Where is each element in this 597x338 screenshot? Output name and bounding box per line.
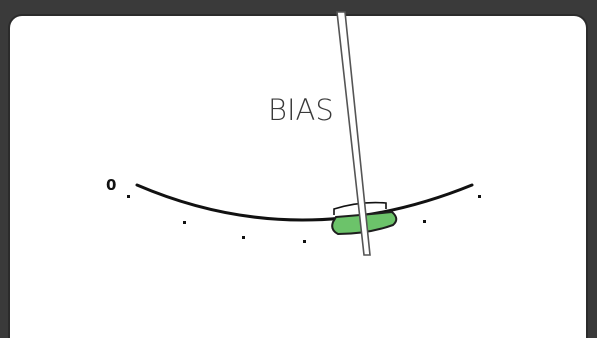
scale-tick <box>423 220 426 223</box>
scale-tick <box>242 236 245 239</box>
scale-tick <box>478 195 481 198</box>
scale-zero-label: 0 <box>106 176 116 194</box>
scale-ticks <box>127 195 481 243</box>
scale-tick <box>183 221 186 224</box>
needle <box>336 11 371 256</box>
meter-face <box>8 14 588 338</box>
scale-tick <box>303 240 306 243</box>
meter-label: BIAS <box>268 93 334 127</box>
scale-tick <box>127 195 130 198</box>
scale-arc <box>135 183 474 222</box>
